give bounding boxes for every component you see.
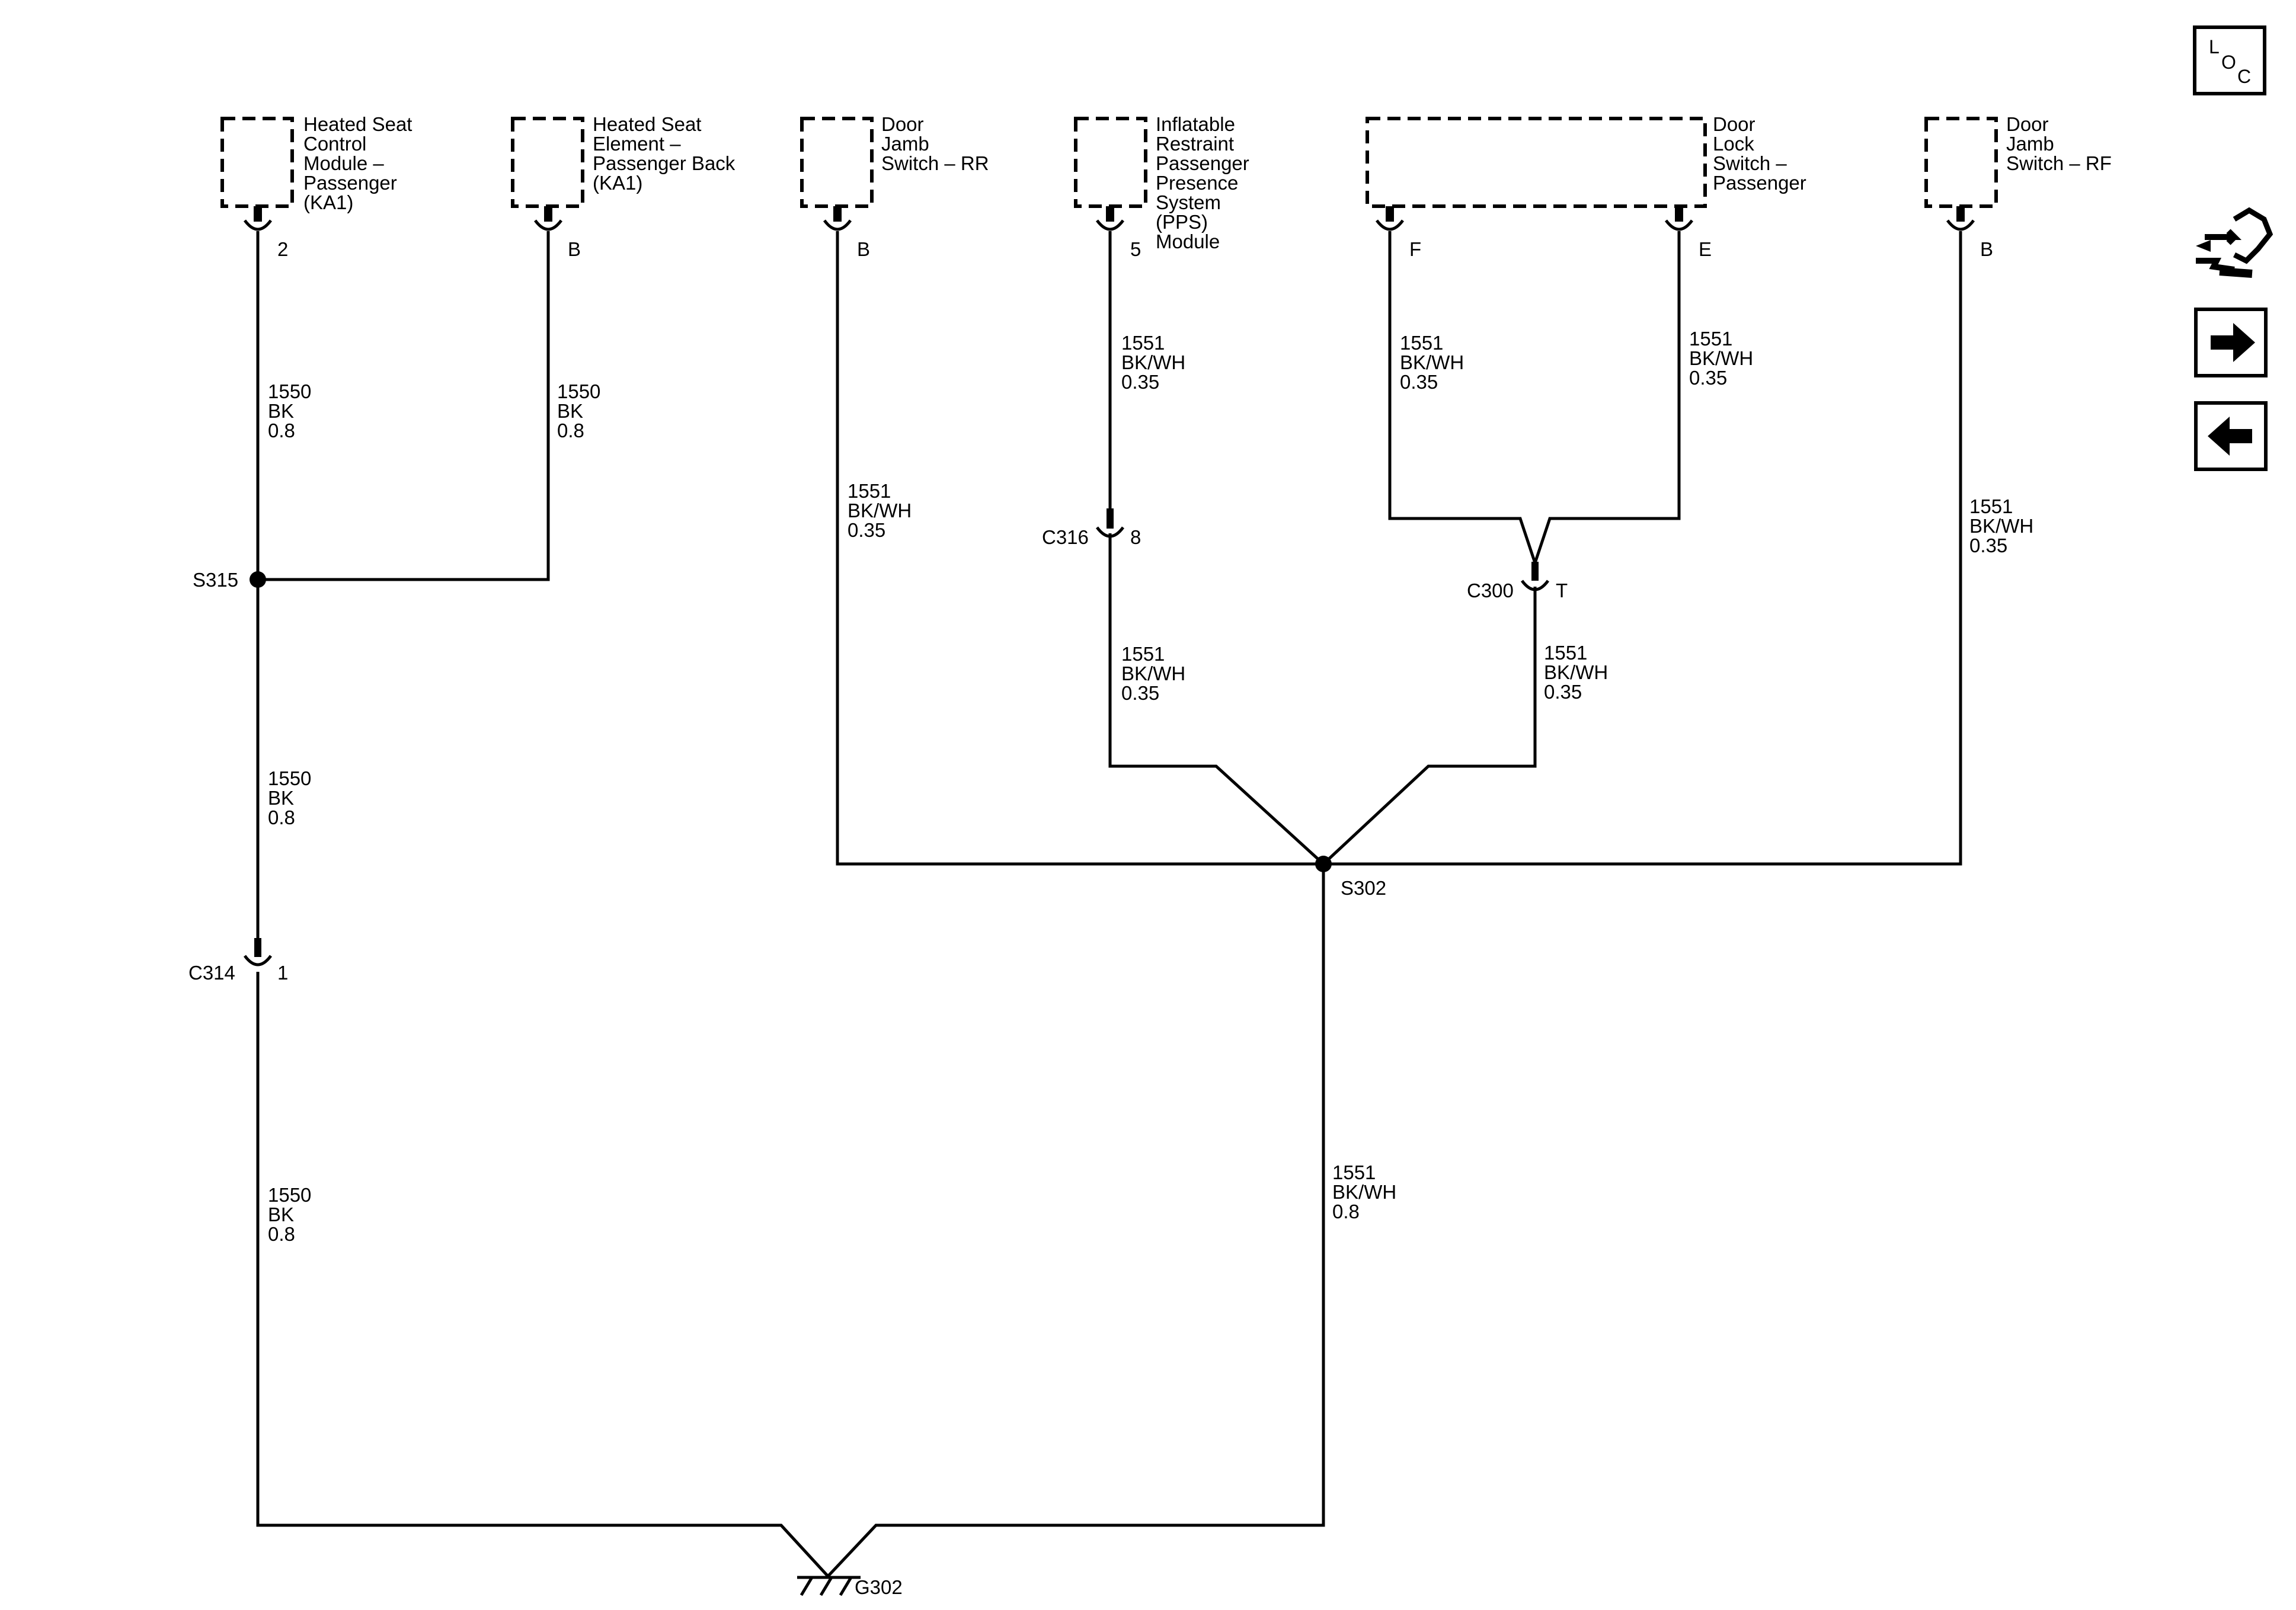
- wire-door-lock-f: [1388, 231, 1537, 564]
- pps-module-box: [1074, 117, 1147, 208]
- loc-letter-o: O: [2221, 52, 2236, 73]
- heated-seat-element-label: Heated Seat Element – Passenger Back (KA…: [593, 113, 740, 194]
- connector-tool-icon[interactable]: [2196, 207, 2273, 278]
- connector-c316-label: C316: [1042, 526, 1089, 548]
- reference-labels: S315 S302 C316 8 C300 T C314 1 G302: [188, 526, 1568, 1598]
- loc-letter-c: C: [2237, 66, 2251, 87]
- location-button[interactable]: L O C: [2193, 25, 2266, 95]
- pin-label: B: [1980, 238, 1993, 260]
- pps-module-label: Inflatable Restraint Passenger Presence …: [1156, 113, 1255, 252]
- pin-socket: [1664, 206, 1694, 231]
- splice-s302-dot: [1315, 856, 1332, 872]
- pin-label: B: [857, 238, 870, 260]
- component-pins: [243, 206, 1975, 231]
- pin-socket: [1946, 206, 1975, 231]
- connector-c300-pin: T: [1556, 580, 1568, 601]
- pin-label: F: [1409, 238, 1421, 260]
- pin-socket: [243, 206, 273, 231]
- connector-c314-label: C314: [188, 962, 235, 984]
- wire-c314-to-g302: [256, 972, 829, 1577]
- pin-label: E: [1699, 238, 1712, 260]
- pin-socket: [823, 206, 852, 231]
- wire-door-lock-e: [1533, 231, 1681, 564]
- wire-c316-to-s302: [1108, 533, 1325, 865]
- connector-c314-pin: 1: [277, 962, 288, 984]
- loc-letter-l: L: [2209, 36, 2220, 57]
- component-labels: Heated Seat Control Module – Passenger (…: [303, 113, 2112, 252]
- connector-c316-symbol: [1095, 508, 1125, 538]
- pin-socket: [533, 206, 563, 231]
- next-page-button[interactable]: [2194, 308, 2268, 377]
- connector-c314-symbol: [243, 938, 273, 966]
- wire-s302-to-g302: [827, 864, 1325, 1577]
- pin-labels: 2 B B 5 F E B: [277, 238, 1993, 260]
- wire-door-jamb-rr-to-s302: [836, 231, 1323, 866]
- splice-s302-label: S302: [1341, 877, 1386, 899]
- splice-s315-dot: [250, 571, 266, 588]
- wires: [256, 231, 1962, 1577]
- wire-door-jamb-rf-to-s302: [1323, 231, 1962, 866]
- splice-s315-label: S315: [193, 569, 238, 591]
- pin-label: 5: [1130, 238, 1141, 260]
- inline-connectors: [243, 508, 1550, 966]
- arrow-left-icon: [2208, 417, 2252, 456]
- ground-g302-label: G302: [855, 1576, 903, 1598]
- connector-c300-symbol: [1520, 562, 1550, 591]
- door-jamb-switch-rf-box: [1924, 117, 1998, 208]
- connector-c300-label: C300: [1467, 580, 1514, 601]
- previous-page-button[interactable]: [2194, 401, 2268, 471]
- connector-c316-pin: 8: [1130, 526, 1141, 548]
- heated-seat-control-module-box: [220, 117, 294, 208]
- wire-seat-element-to-s315: [258, 231, 550, 581]
- ground-g302-symbol: [797, 1576, 861, 1596]
- door-lock-switch-box: [1366, 117, 1707, 208]
- door-jamb-switch-rf-label: Door Jamb Switch – RF: [2006, 113, 2112, 174]
- wire-c300-to-s302: [1322, 587, 1537, 865]
- heated-seat-control-module-label: Heated Seat Control Module – Passenger (…: [303, 113, 418, 213]
- pin-socket: [1375, 206, 1405, 231]
- splice-dots: [250, 571, 1332, 872]
- door-lock-switch-label: Door Lock Switch – Passenger: [1713, 113, 1806, 194]
- pin-socket: [1095, 206, 1125, 231]
- door-jamb-switch-rr-box: [800, 117, 874, 208]
- pin-label: B: [568, 238, 581, 260]
- door-jamb-switch-rr-label: Door Jamb Switch – RR: [881, 113, 989, 174]
- pin-label: 2: [277, 238, 288, 260]
- arrow-right-icon: [2211, 323, 2255, 362]
- heated-seat-element-box: [511, 117, 584, 208]
